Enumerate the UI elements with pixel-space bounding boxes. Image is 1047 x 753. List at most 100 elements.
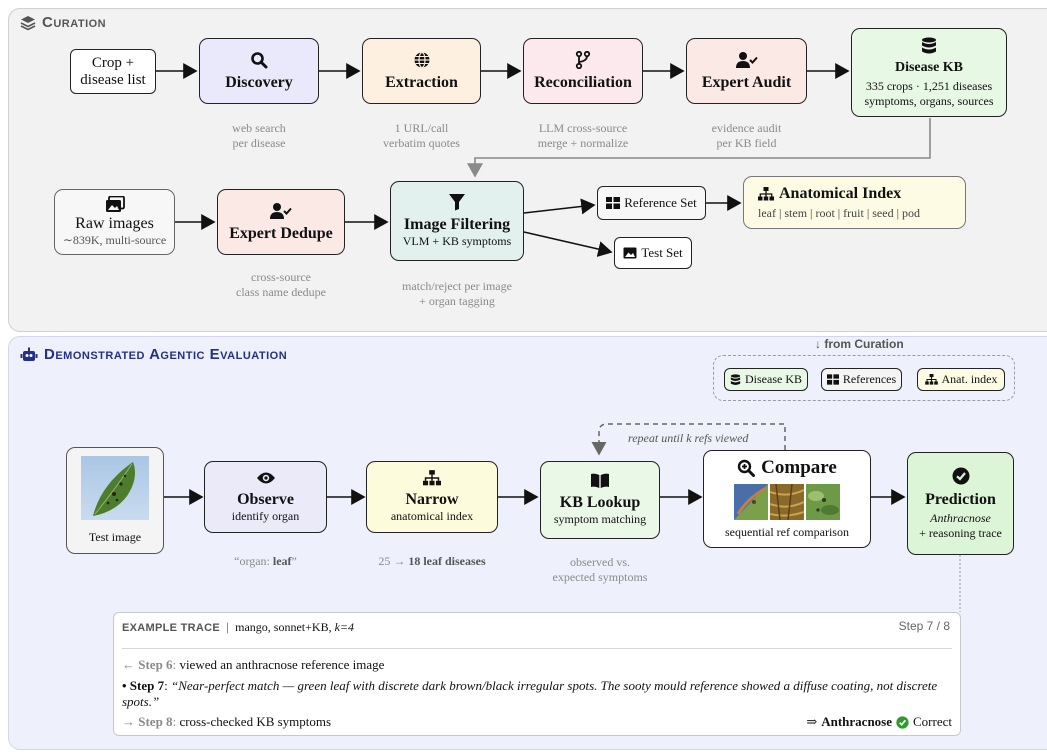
lookup-title: KB Lookup xyxy=(559,494,641,511)
input-label: Crop + disease list xyxy=(80,54,146,88)
discovery-box: Discovery xyxy=(199,38,319,104)
trace-step-7: • Step 7: “Near-perfect match — green le… xyxy=(122,678,938,709)
anat-subtitle: leaf | stem | root | fruit | seed | pod xyxy=(758,206,920,220)
book-icon xyxy=(591,473,609,488)
kb-subtitle: 335 crops · 1,251 diseases symptoms, org… xyxy=(864,78,994,108)
prediction-label: Anthracnose xyxy=(930,510,991,525)
observe-title: Observe xyxy=(237,490,294,508)
step7-label: • Step 7 xyxy=(122,678,165,693)
input-crop-disease-list: Crop + disease list xyxy=(70,49,156,94)
narrow-caption: 25 → 18 leaf diseases xyxy=(356,554,508,569)
step6-text: viewed an anthracnose reference image xyxy=(179,657,385,672)
trace-step-counter: Step 7 / 8 xyxy=(898,619,950,633)
reconciliation-caption: LLM cross-source merge + normalize xyxy=(537,121,629,150)
compare-title: Compare xyxy=(761,457,837,478)
evaluation-title: Demonstrated Agentic Evaluation xyxy=(20,346,287,363)
filter-icon xyxy=(449,194,465,211)
disease-kb-box: Disease KB 335 crops · 1,251 diseases sy… xyxy=(851,28,1007,117)
eye-icon xyxy=(256,472,275,483)
curation-title: Curation xyxy=(20,14,106,31)
discovery-title: Discovery xyxy=(225,73,293,91)
filter-caption: match/reject per image + organ tagging xyxy=(402,279,512,308)
hierarchy-icon xyxy=(758,186,774,200)
narrow-caption-pre: 25 → xyxy=(378,554,409,568)
trace-header-label: EXAMPLE TRACE xyxy=(122,622,221,634)
observe-caption-post: ” xyxy=(291,554,297,568)
result-status: Correct xyxy=(913,714,952,729)
reference-thumb-3 xyxy=(806,484,840,520)
dedupe-title: Expert Dedupe xyxy=(229,224,333,242)
narrow-caption-bold: 18 leaf diseases xyxy=(408,554,486,568)
database-icon xyxy=(922,37,936,53)
trace-header: EXAMPLE TRACE | mango, sonnet+KB, k=4 xyxy=(122,619,354,636)
lookup-caption: observed vs. expected symptoms xyxy=(552,555,648,584)
dedupe-caption: cross-source class name dedupe xyxy=(236,270,326,299)
curation-title-text: Curation xyxy=(42,14,107,31)
result-arrow: ⇒ xyxy=(806,714,818,729)
hierarchy-icon xyxy=(423,470,441,486)
reference-set-box: Reference Set xyxy=(597,186,706,220)
chip-anat-label: Anat. index xyxy=(941,372,998,386)
observe-caption-bold: leaf xyxy=(272,554,292,568)
image-filtering-box: Image Filtering VLM + KB symptoms xyxy=(390,181,524,261)
trace-header-k: k=4 xyxy=(334,620,355,634)
chip-references: References xyxy=(821,368,902,391)
test-set-box: Test Set xyxy=(614,237,692,269)
trace-divider xyxy=(122,648,952,649)
repeat-loop-arrow xyxy=(591,423,786,456)
raw-images-title: Raw images xyxy=(75,215,154,232)
trace-step-6: ← Step 6: viewed an anthracnose referenc… xyxy=(122,657,385,672)
check-circle-icon xyxy=(896,715,909,729)
grid-icon xyxy=(826,374,839,385)
kb-lookup-box: KB Lookup symptom matching xyxy=(540,461,660,539)
from-curation-label: ↓ from Curation xyxy=(815,337,904,351)
user-check-icon xyxy=(735,51,758,68)
expert-audit-box: Expert Audit xyxy=(686,38,807,104)
from-curation-text: from Curation xyxy=(824,337,904,351)
raw-images-box: Raw images ∼839K, multi-source xyxy=(54,189,175,255)
extraction-title: Extraction xyxy=(385,73,458,91)
prediction-title: Prediction xyxy=(925,490,996,508)
arrow-filter-testset xyxy=(523,231,613,257)
test-image-label: Test image xyxy=(88,530,142,544)
narrow-title: Narrow xyxy=(405,491,459,508)
kb-title: Disease KB xyxy=(894,59,964,75)
test-image-box: Test image xyxy=(66,447,164,554)
zoom-in-icon xyxy=(737,459,756,477)
observe-caption-pre: “organ: xyxy=(234,554,273,568)
test-set-label: Test Set xyxy=(641,245,683,260)
trace-header-sep: | xyxy=(226,619,229,634)
observe-subtitle: identify organ xyxy=(231,508,300,523)
lookup-subtitle: symptom matching xyxy=(553,512,647,526)
filter-title: Image Filtering xyxy=(403,216,511,233)
observe-box: Observe identify organ xyxy=(204,461,327,533)
repeat-label: repeat until k refs viewed xyxy=(628,431,749,445)
step6-label: ← Step 6 xyxy=(122,657,173,672)
trace-header-meta: mango, sonnet+KB, xyxy=(235,620,335,634)
arrow-kb-to-filter xyxy=(467,118,931,178)
compare-subtitle: sequential ref comparison xyxy=(725,525,849,539)
arrow-filter-refset xyxy=(523,198,596,215)
anatomical-index-box: Anatomical Index leaf | stem | root | fr… xyxy=(743,176,966,229)
chip-refs-label: References xyxy=(842,372,897,386)
filter-subtitle: VLM + KB symptoms xyxy=(402,234,512,248)
image-icon xyxy=(623,247,637,259)
images-icon xyxy=(105,196,125,212)
curation-resources-group xyxy=(713,355,1015,401)
narrow-subtitle: anatomical index xyxy=(390,509,474,523)
step8-label: → Step 8 xyxy=(122,714,173,729)
grid-icon xyxy=(606,197,621,209)
merge-icon xyxy=(575,50,591,69)
chip-disease-kb: Disease KB xyxy=(724,368,808,391)
raw-images-subtitle: ∼839K, multi-source xyxy=(62,233,167,247)
step7-text: “Near-perfect match — green leaf with di… xyxy=(122,678,938,709)
step8-text: cross-checked KB symptoms xyxy=(179,714,332,729)
prediction-subtitle: + reasoning trace xyxy=(919,525,1002,540)
trace-result: ⇒ Anthracnose Correct xyxy=(806,714,952,730)
extraction-box: Extraction xyxy=(362,38,481,104)
reconciliation-box: Reconciliation xyxy=(523,38,643,104)
hierarchy-icon xyxy=(924,374,938,385)
audit-title: Expert Audit xyxy=(701,73,792,91)
database-icon xyxy=(730,373,741,385)
